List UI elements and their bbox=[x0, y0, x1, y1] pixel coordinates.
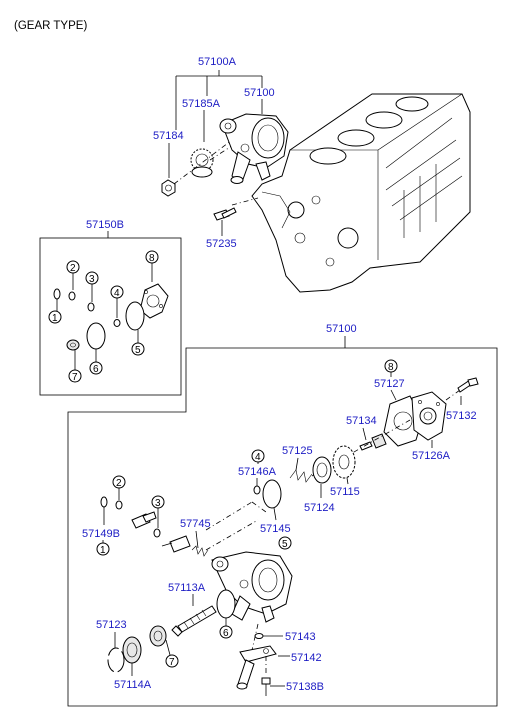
bearing-7-icon bbox=[149, 625, 167, 647]
kit-item-8: 8 bbox=[139, 250, 169, 319]
svg-text:8: 8 bbox=[388, 362, 394, 373]
rotor-57124-icon bbox=[312, 456, 332, 484]
oil-pump-57100-icon bbox=[219, 113, 289, 184]
diagram-title: (GEAR TYPE) bbox=[14, 20, 87, 32]
oring-57143-icon bbox=[254, 633, 264, 639]
snapring-57123-icon bbox=[107, 647, 125, 673]
connector-57149B-icon bbox=[131, 511, 157, 529]
shaft-57113A-icon bbox=[171, 605, 217, 637]
kit-item-4: 4 bbox=[110, 285, 124, 327]
svg-text:6: 6 bbox=[93, 364, 99, 375]
label-57149B: 57149B bbox=[82, 528, 120, 540]
label-57125: 57125 bbox=[282, 445, 313, 457]
oring-57146A-icon bbox=[253, 485, 261, 495]
pump-body-57100-icon bbox=[211, 551, 293, 623]
label-57127: 57127 bbox=[374, 378, 405, 390]
engine-block-icon bbox=[251, 93, 471, 293]
label-57100-kit: 57100 bbox=[326, 323, 357, 335]
spring-57125-icon bbox=[289, 469, 313, 483]
label-57100A: 57100A bbox=[198, 56, 237, 68]
svg-text:3: 3 bbox=[155, 498, 161, 509]
svg-text:7: 7 bbox=[169, 657, 175, 668]
svg-text:4: 4 bbox=[255, 452, 261, 463]
cover-57126A-icon bbox=[411, 391, 447, 441]
label-57184: 57184 bbox=[153, 130, 184, 142]
pipe-57142-icon bbox=[236, 645, 277, 690]
nut-57184-icon bbox=[161, 179, 176, 197]
label-57185A: 57185A bbox=[182, 98, 221, 110]
label-57146A: 57146A bbox=[238, 466, 277, 478]
svg-text:2: 2 bbox=[70, 263, 76, 274]
label-57132: 57132 bbox=[446, 410, 477, 422]
valve-57745-icon bbox=[161, 535, 209, 557]
svg-text:6: 6 bbox=[223, 628, 229, 639]
svg-text:3: 3 bbox=[89, 274, 95, 285]
label-57123: 57123 bbox=[96, 619, 127, 631]
seal-57114A-icon bbox=[122, 636, 142, 664]
gasket-kit-box bbox=[39, 237, 182, 396]
label-57113A: 57113A bbox=[168, 582, 206, 594]
bolt-57132-icon bbox=[445, 377, 479, 401]
kit-item-7: 7 bbox=[66, 339, 82, 383]
label-57138B: 57138B bbox=[286, 681, 324, 693]
svg-text:4: 4 bbox=[114, 288, 120, 299]
oring-6-icon bbox=[216, 589, 236, 619]
label-57100-top: 57100 bbox=[244, 87, 275, 99]
label-57142: 57142 bbox=[291, 652, 322, 664]
svg-text:1: 1 bbox=[52, 313, 58, 324]
svg-text:1: 1 bbox=[100, 545, 106, 556]
label-57124: 57124 bbox=[304, 502, 335, 514]
bolt-57235-icon bbox=[213, 197, 259, 221]
svg-text:5: 5 bbox=[282, 539, 288, 550]
svg-text:8: 8 bbox=[149, 253, 155, 264]
label-57745: 57745 bbox=[180, 518, 211, 530]
label-57145: 57145 bbox=[260, 523, 291, 535]
label-57235: 57235 bbox=[206, 238, 237, 250]
kit-item-3: 3 bbox=[85, 271, 99, 312]
bolt-57138B-icon bbox=[261, 656, 271, 696]
kit-item-5: 5 bbox=[125, 301, 145, 356]
label-57150B: 57150B bbox=[86, 219, 124, 231]
label-57114A: 57114A bbox=[114, 679, 152, 691]
bushing-icon bbox=[371, 433, 387, 449]
gear-57115-icon bbox=[332, 445, 356, 479]
label-57115: 57115 bbox=[330, 486, 360, 498]
kit-item-1: 1 bbox=[48, 288, 62, 324]
svg-text:2: 2 bbox=[116, 478, 122, 489]
label-57134: 57134 bbox=[346, 415, 377, 427]
exploded-view-box bbox=[67, 347, 498, 707]
oring-57145-icon bbox=[262, 479, 282, 509]
pin-57134-icon bbox=[359, 441, 373, 451]
label-57143: 57143 bbox=[285, 631, 316, 643]
svg-text:5: 5 bbox=[135, 345, 141, 356]
kit-item-6: 6 bbox=[86, 322, 106, 375]
kit-item-2: 2 bbox=[66, 260, 80, 301]
label-57126A: 57126A bbox=[412, 450, 451, 462]
gear-57185A-icon bbox=[190, 148, 214, 178]
svg-text:7: 7 bbox=[72, 372, 78, 383]
